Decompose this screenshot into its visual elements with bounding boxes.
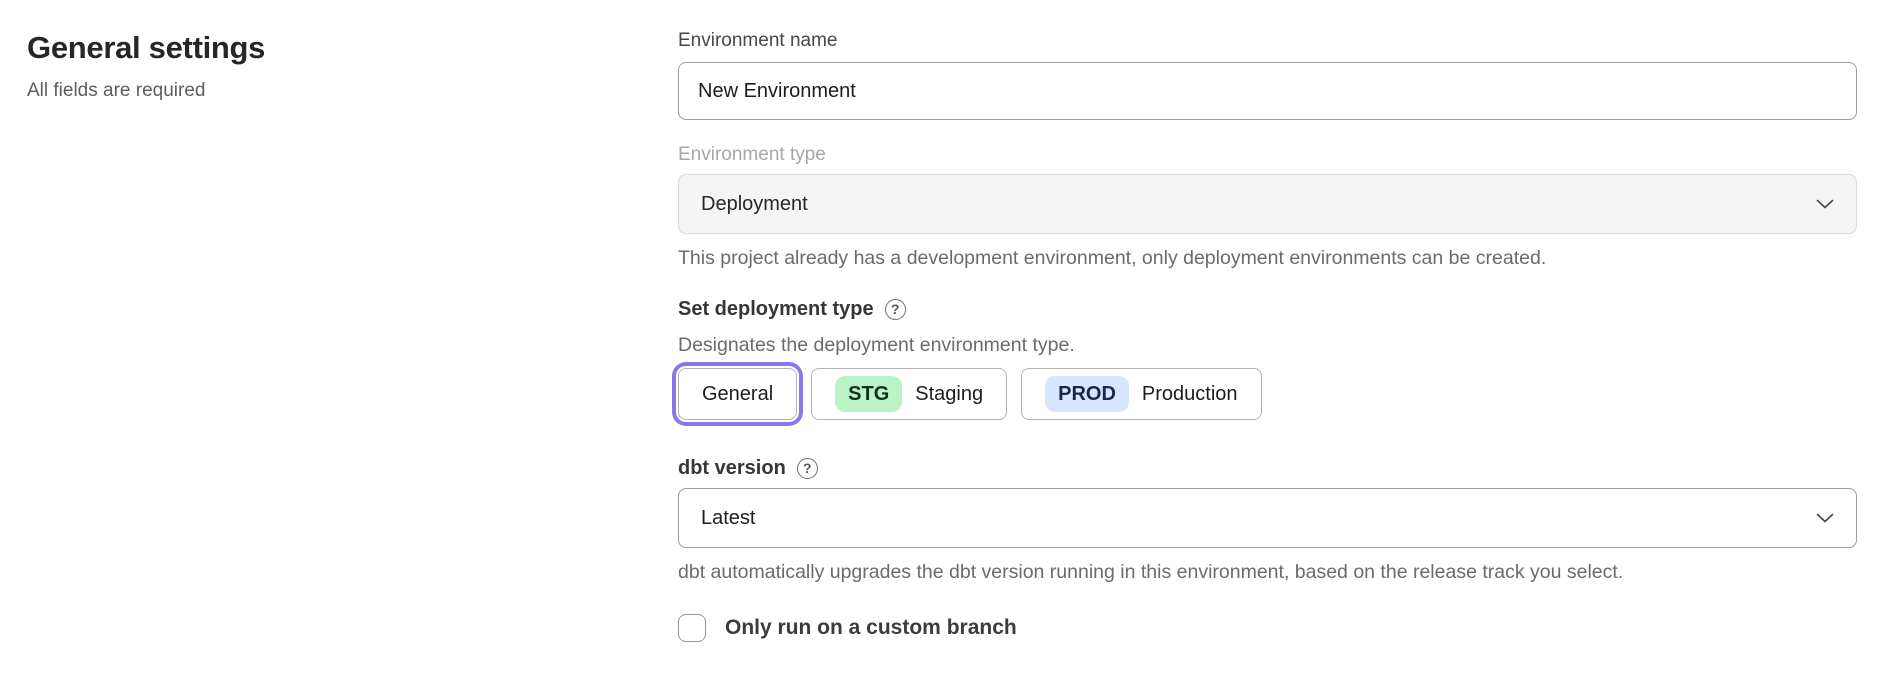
deployment-type-label: Set deployment type <box>678 298 874 320</box>
custom-branch-label[interactable]: Only run on a custom branch <box>725 616 1017 639</box>
environment-type-select[interactable]: Deployment <box>678 174 1857 234</box>
environment-type-label: Environment type <box>678 144 826 165</box>
deployment-type-production-label: Production <box>1141 382 1238 405</box>
chevron-down-icon <box>1816 199 1834 209</box>
environment-settings-form: Environment name Environment type Deploy… <box>678 30 1857 642</box>
environment-name-input[interactable] <box>678 62 1857 120</box>
deployment-type-production-button[interactable]: PROD Production <box>1021 368 1262 420</box>
dbt-version-value: Latest <box>701 506 756 529</box>
chevron-down-icon <box>1816 513 1834 523</box>
custom-branch-checkbox[interactable] <box>678 614 706 642</box>
environment-type-hint: This project already has a development e… <box>678 247 1547 269</box>
deployment-type-staging-label: Staging <box>915 382 984 405</box>
dbt-version-select[interactable]: Latest <box>678 488 1857 548</box>
dbt-version-hint: dbt automatically upgrades the dbt versi… <box>678 561 1624 583</box>
deployment-type-options: General STG Staging PROD Production <box>678 368 1857 420</box>
deployment-type-description: Designates the deployment environment ty… <box>678 334 1075 356</box>
help-icon[interactable]: ? <box>884 298 906 320</box>
dbt-version-label: dbt version <box>678 457 786 479</box>
page-title: General settings <box>27 30 266 65</box>
help-icon[interactable]: ? <box>796 457 818 479</box>
deployment-type-general-label: General <box>702 382 774 405</box>
staging-badge: STG <box>835 376 903 412</box>
page-subtitle: All fields are required <box>27 80 206 101</box>
deployment-type-general-button[interactable]: General <box>678 368 798 420</box>
environment-name-label: Environment name <box>678 30 838 51</box>
deployment-type-staging-button[interactable]: STG Staging <box>811 368 1008 420</box>
environment-type-value: Deployment <box>701 192 808 215</box>
settings-header: General settings All fields are required <box>27 30 587 102</box>
production-badge: PROD <box>1045 376 1129 412</box>
custom-branch-row: Only run on a custom branch <box>678 614 1857 642</box>
